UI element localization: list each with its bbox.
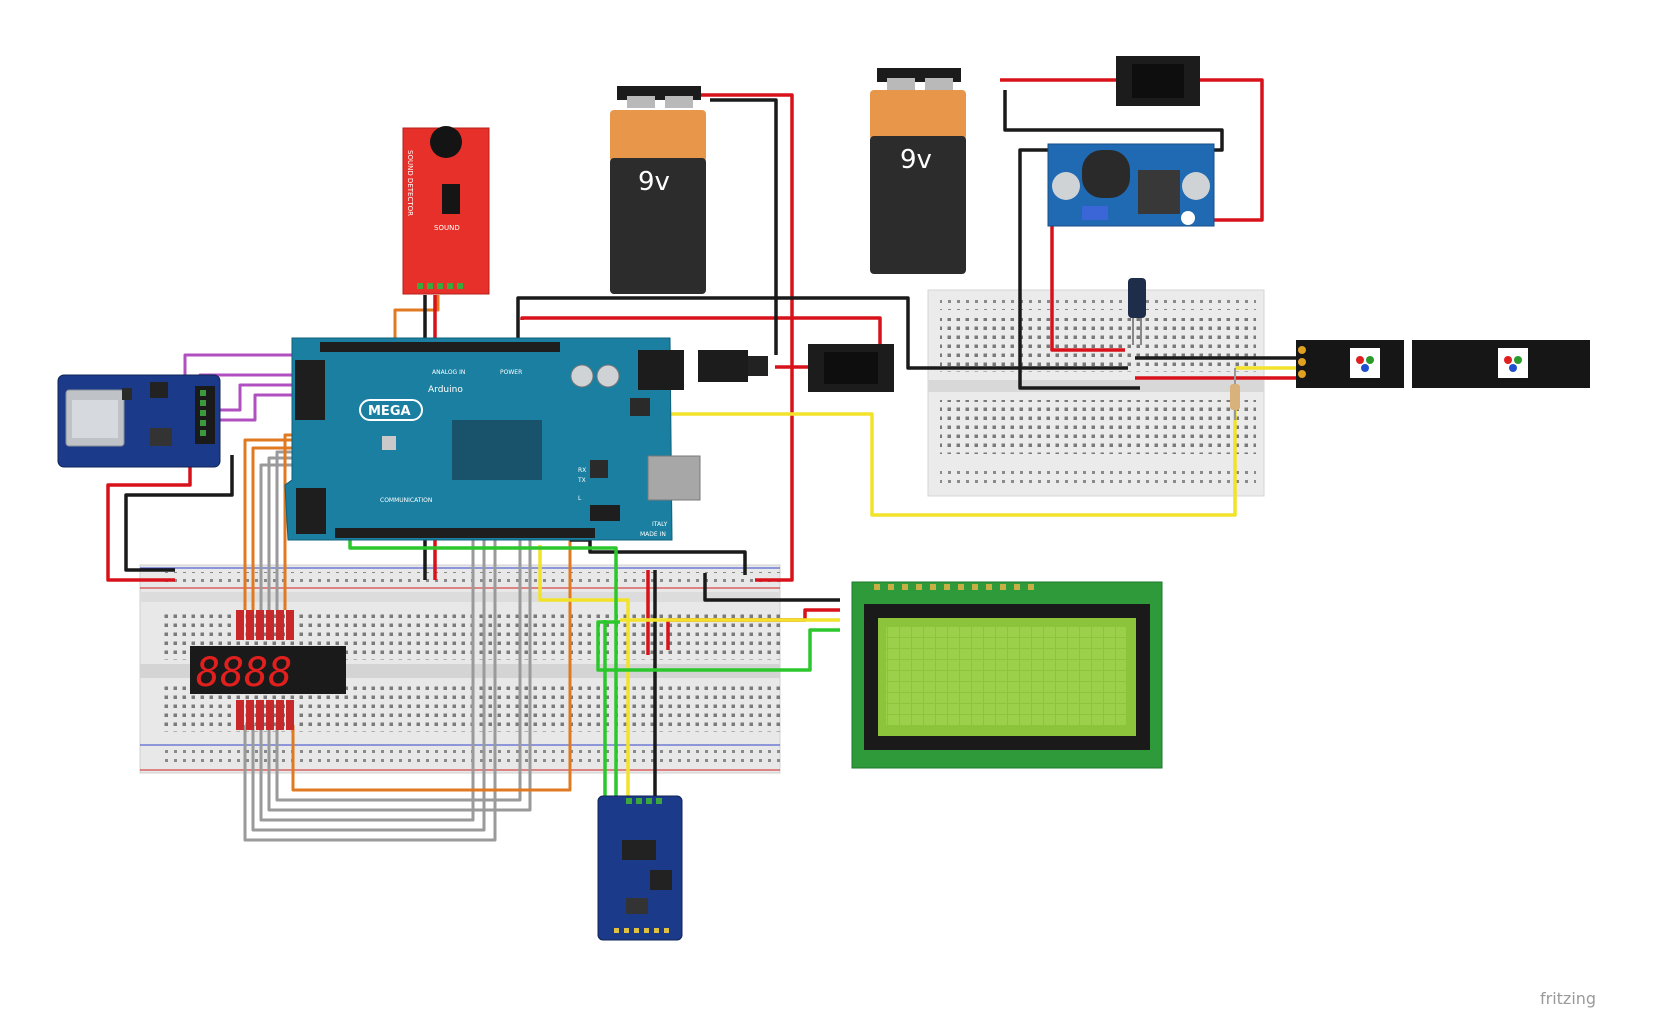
origin-label: MADE IN [640, 531, 666, 538]
seven-segment-digits: 8888 [196, 650, 292, 696]
arduino-mega: MEGA Arduino POWER ANALOG IN COMMUNICATI… [284, 337, 701, 541]
rtc-module [597, 795, 683, 941]
buck-regulator [1047, 143, 1215, 227]
battery-2-label: 9v [900, 145, 932, 175]
rx-label: RX [578, 467, 586, 474]
sd-card-module [57, 374, 221, 468]
analog-header-label: ANALOG IN [432, 369, 465, 376]
sound-detector: SOUND DETECTOR SOUND [402, 126, 490, 295]
capacitor [1128, 278, 1146, 345]
battery-1: 9v [610, 86, 706, 294]
rocker-switch-1 [808, 344, 894, 392]
arduino-brand: Arduino [428, 385, 463, 395]
seven-segment-display: 8888 [190, 610, 346, 730]
resistor-data [1230, 368, 1240, 420]
sound-label: SOUND [434, 224, 460, 232]
rocker-switch-2 [1116, 56, 1200, 106]
power-header-label: POWER [500, 369, 522, 376]
fritzing-watermark: fritzing [1540, 989, 1596, 1008]
breadboard-small [927, 289, 1265, 497]
tx-label: TX [577, 477, 586, 484]
dc-barrel-plug [698, 350, 768, 382]
sound-detector-label: SOUND DETECTOR [406, 150, 414, 216]
battery-2: 9v [870, 68, 966, 274]
comm-header-label: COMMUNICATION [380, 497, 432, 504]
l-label: L [578, 495, 582, 502]
led-strip [1296, 340, 1590, 388]
battery-1-label: 9v [638, 167, 670, 197]
arduino-model: MEGA [368, 404, 411, 419]
country-label: ITALY [652, 521, 668, 528]
lcd-display [851, 581, 1163, 769]
